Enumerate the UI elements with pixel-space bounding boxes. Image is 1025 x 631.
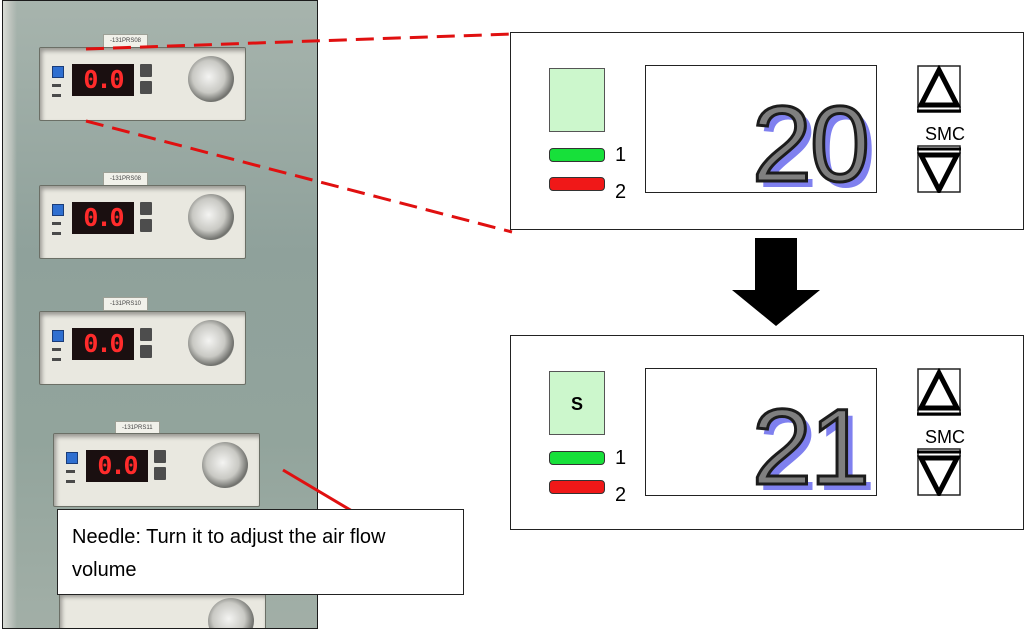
zoom-line-top xyxy=(85,32,513,51)
up-down-buttons xyxy=(140,328,154,360)
flow-switch-unit: 0.0 xyxy=(39,311,246,385)
set-button-icon xyxy=(52,66,64,78)
up-triangle-icon xyxy=(917,368,961,416)
display-value: 20 xyxy=(750,83,871,204)
indicator-green xyxy=(549,451,605,465)
up-triangle-icon xyxy=(917,65,961,113)
needle-knob-icon xyxy=(188,56,234,102)
indicator-1-label: 1 xyxy=(615,447,627,469)
digital-display: 20 xyxy=(645,65,877,199)
set-button-icon xyxy=(66,452,78,464)
display-panel-before: 1 2 20 SMC xyxy=(510,32,1024,230)
indicator-red xyxy=(549,480,605,494)
flow-switch-unit-partial xyxy=(59,593,266,628)
led-icon xyxy=(52,84,61,87)
indicator-green xyxy=(549,148,605,162)
unit-display: 0.0 xyxy=(72,328,134,360)
up-button[interactable] xyxy=(917,65,961,113)
led-icon xyxy=(52,222,61,225)
unit-display: 0.0 xyxy=(86,450,148,482)
indicator-red xyxy=(549,177,605,191)
down-triangle-icon xyxy=(917,145,961,193)
down-button[interactable] xyxy=(917,145,961,193)
brand-label: SMC xyxy=(925,427,965,447)
zoom-line-bottom xyxy=(85,119,513,234)
mode-square xyxy=(549,68,605,132)
up-down-buttons xyxy=(140,64,154,96)
indicator-2-label: 2 xyxy=(615,181,627,203)
led-icon xyxy=(52,358,61,361)
set-button-icon xyxy=(52,204,64,216)
needle-knob-icon xyxy=(188,194,234,240)
digital-display: 21 xyxy=(645,368,877,502)
flow-switch-unit: 0.0 xyxy=(39,185,246,259)
set-button-icon xyxy=(52,330,64,342)
mode-square: S xyxy=(549,371,605,435)
unit-display: 0.0 xyxy=(72,202,134,234)
needle-callout: Needle: Turn it to adjust the air flow v… xyxy=(57,509,464,595)
down-button[interactable] xyxy=(917,448,961,496)
display-value: 21 xyxy=(750,386,871,507)
needle-knob-icon xyxy=(208,598,254,628)
up-down-buttons xyxy=(154,450,168,482)
up-button[interactable] xyxy=(917,368,961,416)
unit-tag: -131PRS10 xyxy=(103,297,149,311)
down-triangle-icon xyxy=(917,448,961,496)
brand-label: SMC xyxy=(925,124,965,144)
led-icon xyxy=(52,348,61,351)
led-icon xyxy=(66,470,75,473)
needle-knob-icon xyxy=(188,320,234,366)
unit-display: 0.0 xyxy=(72,64,134,96)
display-panel-after: S 1 2 21 SMC xyxy=(510,335,1024,530)
indicator-1-label: 1 xyxy=(615,144,627,166)
led-icon xyxy=(52,94,61,97)
led-icon xyxy=(52,232,61,235)
up-down-buttons xyxy=(140,202,154,234)
down-arrow-icon xyxy=(732,238,820,326)
callout-pointer-line xyxy=(282,468,353,513)
needle-knob-icon xyxy=(202,442,248,488)
indicator-2-label: 2 xyxy=(615,484,627,506)
flow-switch-unit: 0.0 xyxy=(53,433,260,507)
led-icon xyxy=(66,480,75,483)
